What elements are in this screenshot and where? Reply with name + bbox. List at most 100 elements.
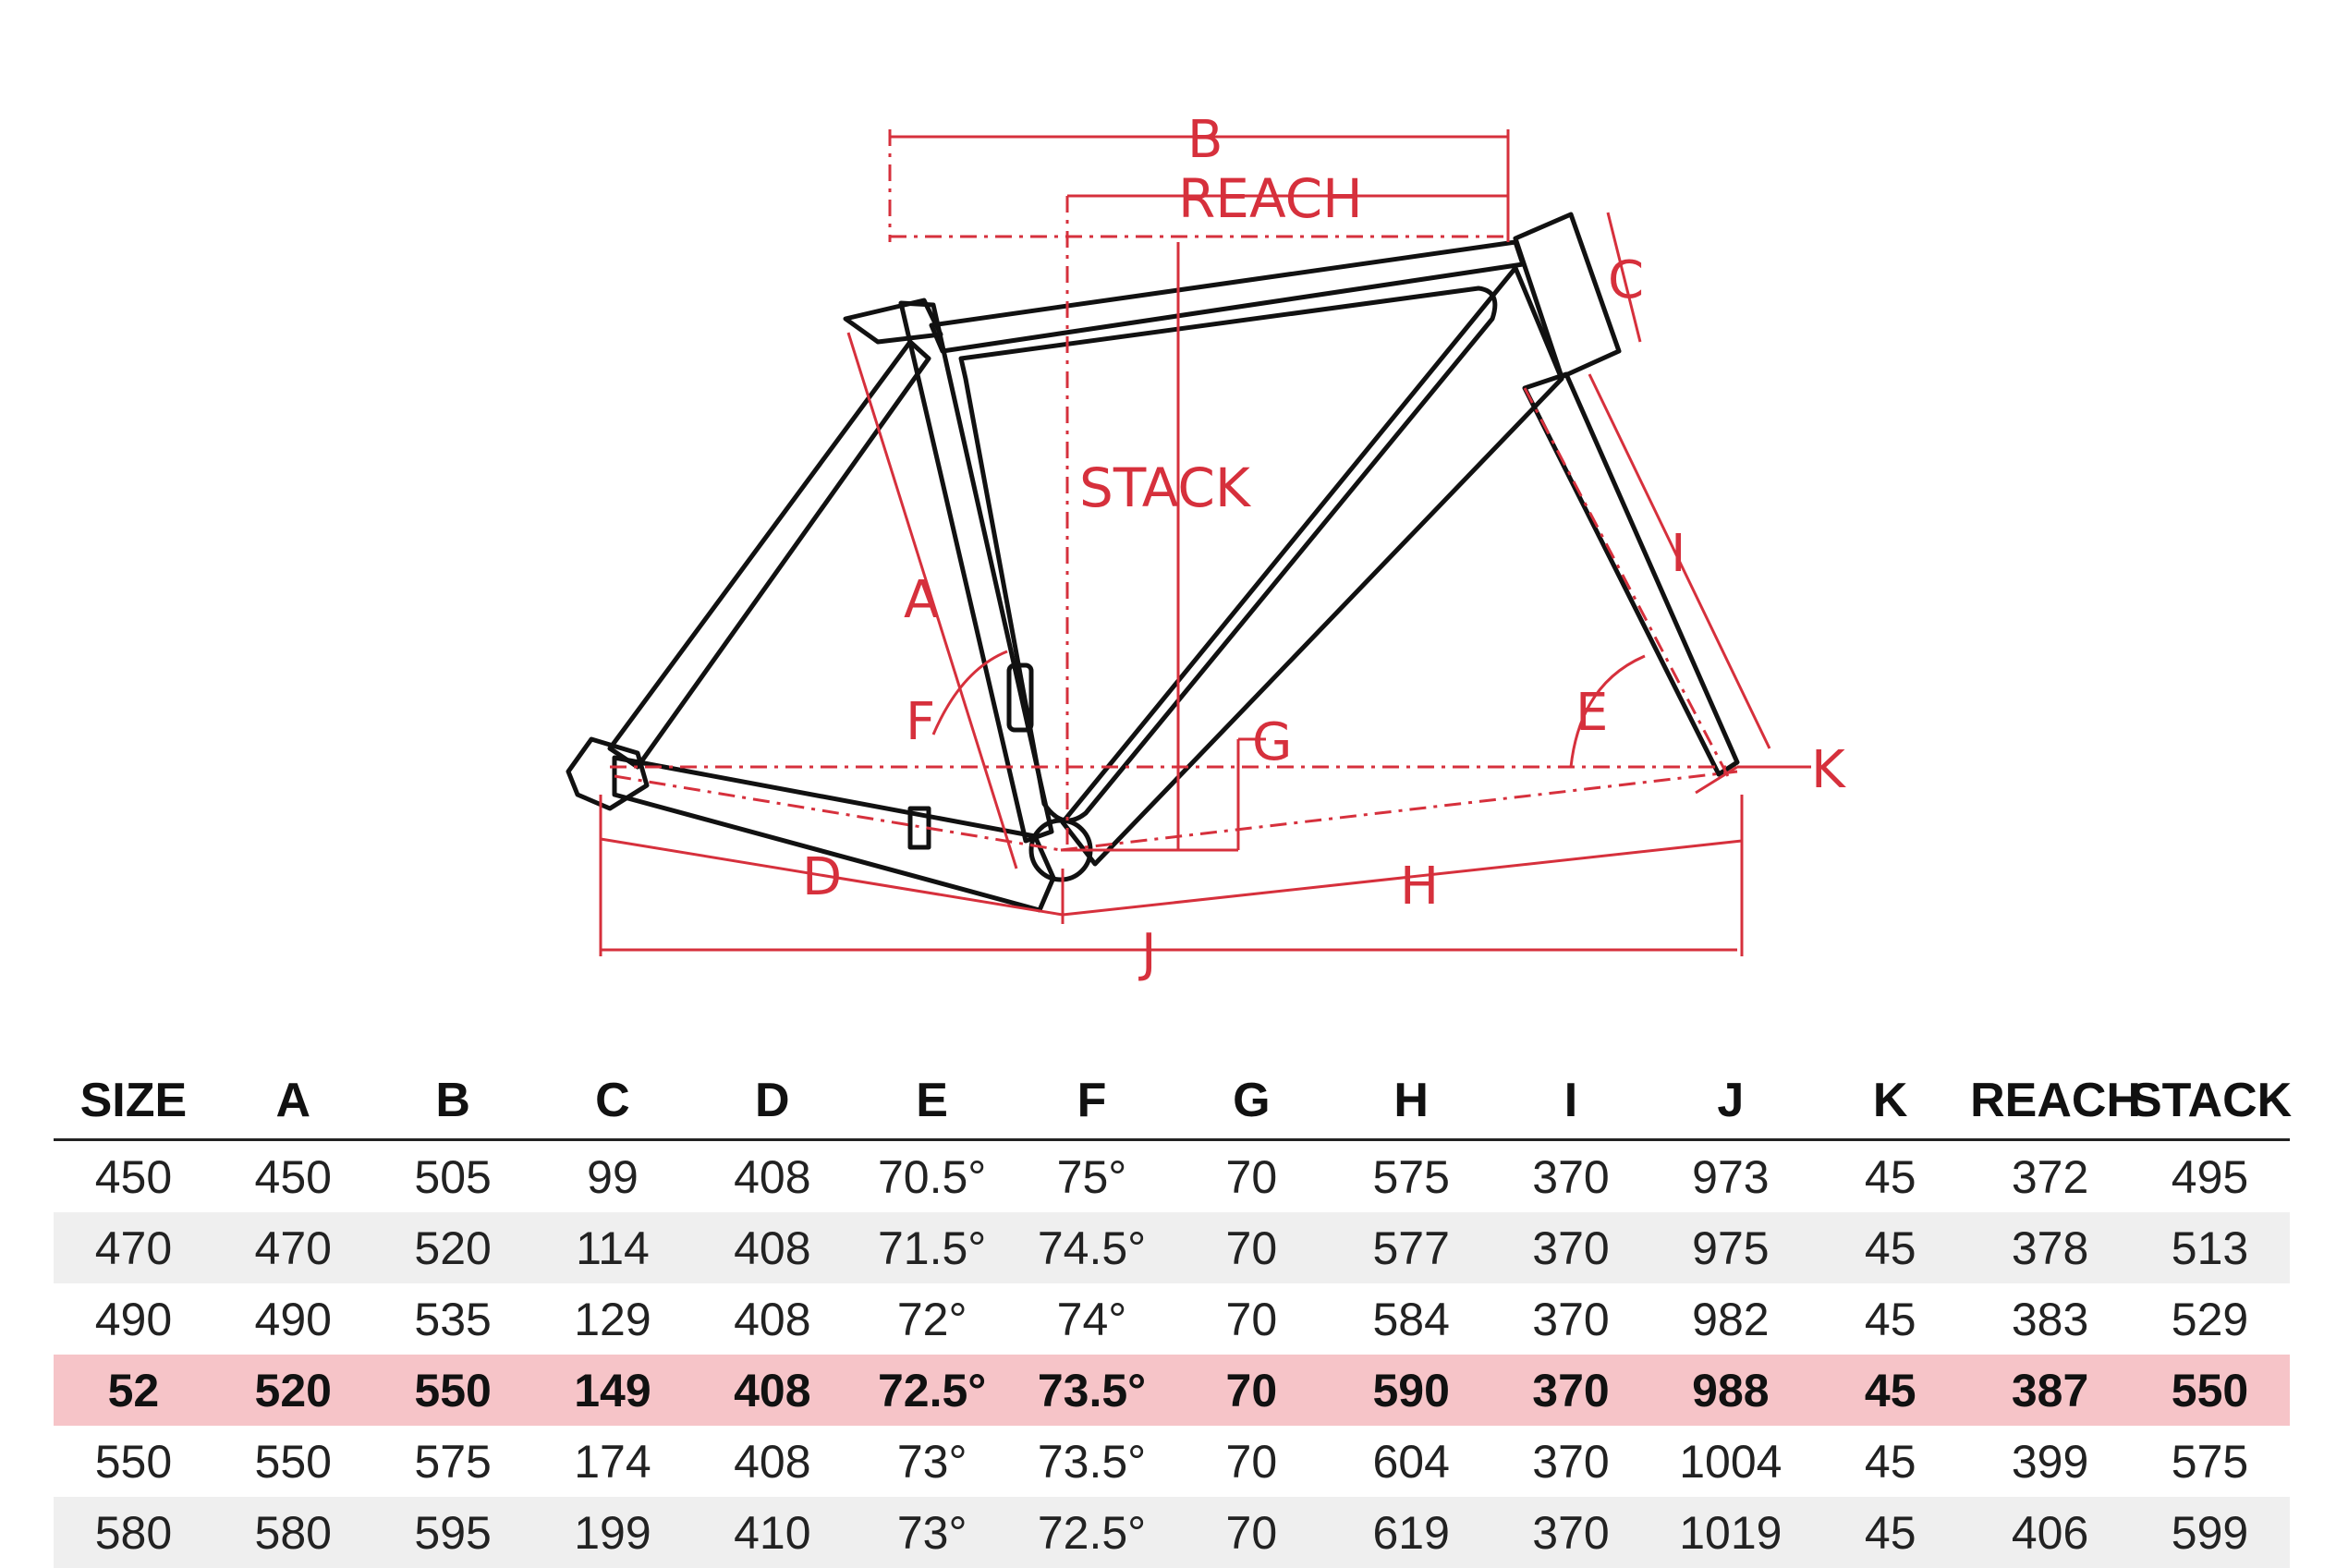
- table-cell: 595: [372, 1497, 533, 1568]
- table-cell: 71.5°: [852, 1212, 1013, 1283]
- table-cell: 174: [574, 1435, 651, 1488]
- table-cell: 410: [692, 1497, 853, 1568]
- table-cell: 52: [54, 1355, 213, 1426]
- table-cell: 72.5°: [1012, 1497, 1172, 1568]
- label-c: C: [1608, 250, 1644, 310]
- label-stack: STACK: [1079, 456, 1252, 519]
- table-cell: 470: [54, 1212, 213, 1283]
- head-tube: [1513, 212, 1622, 380]
- table-cell: 580: [213, 1497, 373, 1568]
- table-cell: 370: [1532, 1150, 1610, 1203]
- table-cell: 70: [1171, 1497, 1332, 1568]
- table-cell: 45: [1864, 1293, 1916, 1345]
- label-g: G: [1252, 712, 1292, 772]
- label-d: D: [802, 847, 842, 907]
- rear-dropout: [566, 736, 650, 811]
- table-cell: 99: [587, 1150, 639, 1203]
- table-cell: 408: [734, 1150, 811, 1203]
- table-cell: 520: [213, 1355, 373, 1426]
- table-cell: 387: [1970, 1355, 2130, 1426]
- column-header: J: [1650, 1063, 1811, 1141]
- column-header: SIZE: [54, 1063, 213, 1141]
- table-cell: 1004: [1679, 1435, 1782, 1488]
- table-cell: 73.5°: [1012, 1355, 1172, 1426]
- table-cell: 975: [1650, 1212, 1811, 1283]
- table-cell: 529: [2171, 1293, 2249, 1345]
- table-cell: 370: [1490, 1212, 1651, 1283]
- dimension-lines: [599, 129, 1811, 956]
- table-cell: 584: [1372, 1293, 1450, 1345]
- seat-stay: [607, 339, 931, 770]
- table-cell: 550: [254, 1435, 332, 1488]
- table-cell: 490: [254, 1293, 332, 1345]
- table-cell: 590: [1331, 1355, 1491, 1426]
- table-cell: 580: [54, 1497, 213, 1568]
- label-b: B: [1187, 110, 1223, 170]
- table-cell: 372: [2011, 1150, 2089, 1203]
- bike-frame: [566, 212, 1740, 913]
- table-cell: 73°: [896, 1435, 967, 1488]
- table-cell: 72.5°: [852, 1355, 1013, 1426]
- table-cell: 450: [254, 1150, 332, 1203]
- frame-geometry-diagram: B REACH C STACK A F G I E K D H J: [566, 110, 1846, 983]
- label-reach: REACH: [1178, 167, 1363, 230]
- table-cell: 982: [1692, 1293, 1770, 1345]
- table-cell: 408: [734, 1293, 811, 1345]
- table-cell: 577: [1331, 1212, 1491, 1283]
- column-header: F: [1012, 1063, 1172, 1141]
- chain-stay: [612, 755, 1056, 913]
- table-cell: 70: [1225, 1293, 1278, 1345]
- table-cell: 73°: [852, 1497, 1013, 1568]
- column-header: G: [1171, 1063, 1332, 1141]
- table-cell: 575: [2171, 1435, 2249, 1488]
- table-cell: 988: [1650, 1355, 1811, 1426]
- table-cell: 70: [1225, 1435, 1278, 1488]
- table-cell: 408: [734, 1435, 811, 1488]
- column-header: B: [372, 1063, 533, 1141]
- table-cell: 604: [1372, 1435, 1450, 1488]
- seat-clamp: [843, 298, 943, 345]
- table-cell: 45: [1864, 1435, 1916, 1488]
- label-f: F: [906, 692, 935, 752]
- label-e: E: [1576, 683, 1608, 743]
- table-cell: 199: [532, 1497, 693, 1568]
- table-cell: 619: [1331, 1497, 1491, 1568]
- table-cell: 495: [2171, 1150, 2249, 1203]
- label-k: K: [1811, 740, 1846, 800]
- table-cell: 520: [372, 1212, 533, 1283]
- seat-tube: [898, 300, 1054, 844]
- column-header: H: [1331, 1063, 1491, 1141]
- table-cell: 575: [1372, 1150, 1450, 1203]
- column-header: A: [213, 1063, 373, 1141]
- table-cell: 114: [532, 1212, 693, 1283]
- table-cell: 72°: [896, 1293, 967, 1345]
- table-cell: 74°: [1056, 1293, 1127, 1345]
- column-header: STACK: [2129, 1063, 2292, 1141]
- table-cell: 370: [1490, 1497, 1651, 1568]
- table-cell: 575: [414, 1435, 492, 1488]
- table-cell: 70: [1171, 1355, 1332, 1426]
- table-cell: 513: [2129, 1212, 2290, 1283]
- table-cell: 1019: [1650, 1497, 1811, 1568]
- table-cell: 973: [1692, 1150, 1770, 1203]
- table-cell: 74.5°: [1012, 1212, 1172, 1283]
- table-cell: 450: [94, 1150, 173, 1203]
- dimension-labels: B REACH C STACK A F G I E K D H J: [802, 110, 1846, 983]
- column-header: K: [1810, 1063, 1971, 1141]
- table-cell: 399: [2011, 1435, 2089, 1488]
- table-cell: 408: [692, 1212, 853, 1283]
- table-cell: 45: [1810, 1497, 1971, 1568]
- table-cell: 470: [213, 1212, 373, 1283]
- table-cell: 408: [692, 1355, 853, 1426]
- table-cell: 490: [94, 1293, 173, 1345]
- column-header: D: [692, 1063, 853, 1141]
- table-cell: 70: [1225, 1150, 1278, 1203]
- down-tube: [1060, 265, 1564, 867]
- table-cell: 45: [1810, 1212, 1971, 1283]
- table-cell: 70.5°: [877, 1150, 987, 1203]
